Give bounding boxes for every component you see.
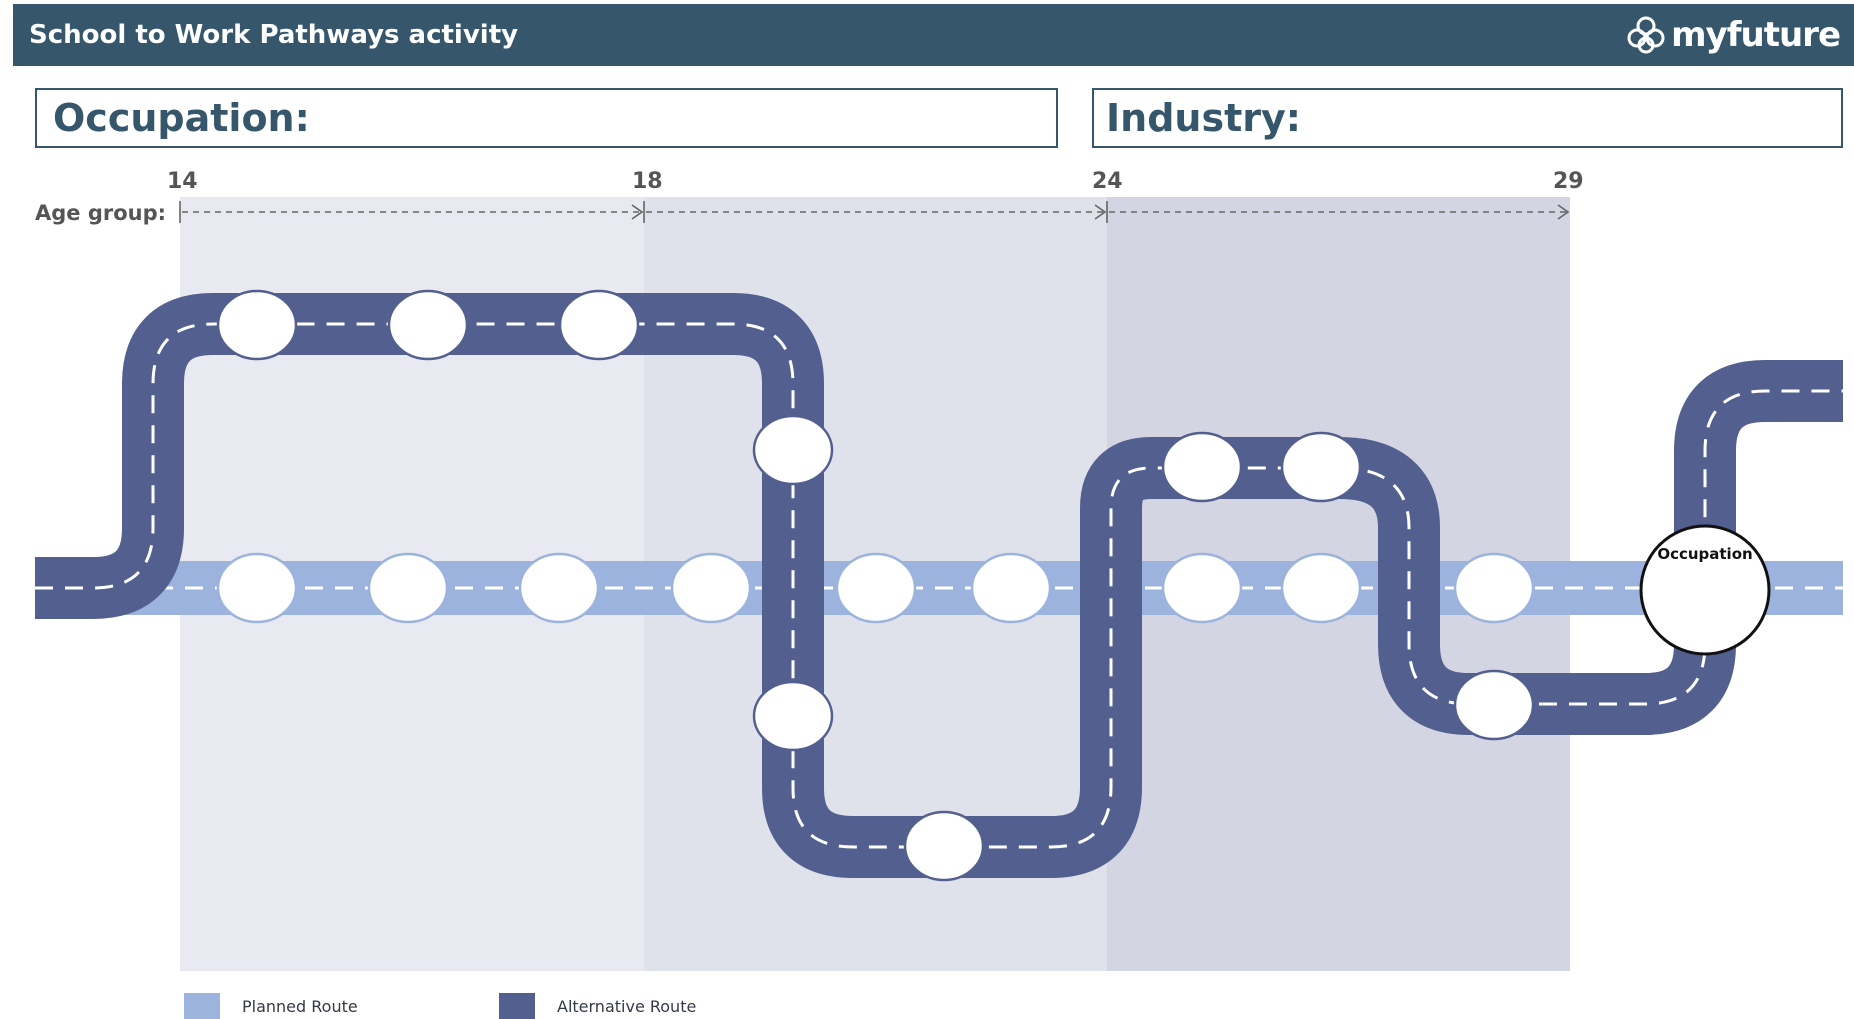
industry-field[interactable]: Industry: bbox=[1092, 88, 1843, 148]
legend-alternative-label: Alternative Route bbox=[557, 996, 697, 1016]
legend-alternative-swatch bbox=[499, 993, 535, 1019]
alternative-stop-6[interactable] bbox=[903, 810, 985, 882]
brand-logo: myfuture bbox=[1625, 14, 1841, 56]
planned-stop-3[interactable] bbox=[518, 552, 600, 624]
myfuture-logo-icon bbox=[1627, 16, 1665, 54]
planned-stop-4[interactable] bbox=[670, 552, 752, 624]
destination-occupation-circle[interactable] bbox=[1639, 524, 1771, 656]
occupation-field[interactable]: Occupation: bbox=[35, 88, 1058, 148]
age-tick-18: 18 bbox=[632, 169, 663, 194]
planned-stop-9[interactable] bbox=[1453, 552, 1535, 624]
brand-name: myfuture bbox=[1671, 15, 1841, 55]
age-tick-14: 14 bbox=[167, 169, 198, 194]
alternative-stop-1[interactable] bbox=[216, 289, 298, 361]
planned-stop-7[interactable] bbox=[1161, 552, 1243, 624]
age-timeline bbox=[179, 201, 1570, 223]
alternative-stop-5[interactable] bbox=[752, 680, 834, 752]
planned-stop-6[interactable] bbox=[970, 552, 1052, 624]
header-bar: School to Work Pathways activity myfutur… bbox=[13, 4, 1854, 66]
destination-occupation-label: Occupation bbox=[1657, 545, 1752, 563]
planned-stop-1[interactable] bbox=[216, 552, 298, 624]
legend-planned-swatch bbox=[184, 993, 220, 1019]
planned-stop-8[interactable] bbox=[1280, 552, 1362, 624]
alternative-stop-2[interactable] bbox=[387, 289, 469, 361]
legend-planned-label: Planned Route bbox=[242, 996, 358, 1016]
alternative-stop-3[interactable] bbox=[558, 289, 640, 361]
legend-alternative-route: Alternative Route bbox=[499, 993, 696, 1019]
alternative-stop-4[interactable] bbox=[752, 414, 834, 486]
industry-label: Industry: bbox=[1106, 96, 1301, 140]
alternative-stop-9[interactable] bbox=[1453, 669, 1535, 741]
age-tick-24: 24 bbox=[1092, 169, 1123, 194]
page-title: School to Work Pathways activity bbox=[29, 20, 519, 50]
alternative-route-markings bbox=[35, 322, 1843, 849]
occupation-label: Occupation: bbox=[53, 96, 310, 140]
age-group-label: Age group: bbox=[35, 201, 166, 225]
age-tick-29: 29 bbox=[1553, 169, 1584, 194]
alternative-stop-7[interactable] bbox=[1161, 431, 1243, 503]
planned-stop-5[interactable] bbox=[835, 552, 917, 624]
planned-stop-2[interactable] bbox=[367, 552, 449, 624]
alternative-stop-8[interactable] bbox=[1280, 431, 1362, 503]
legend-planned-route: Planned Route bbox=[184, 993, 358, 1019]
